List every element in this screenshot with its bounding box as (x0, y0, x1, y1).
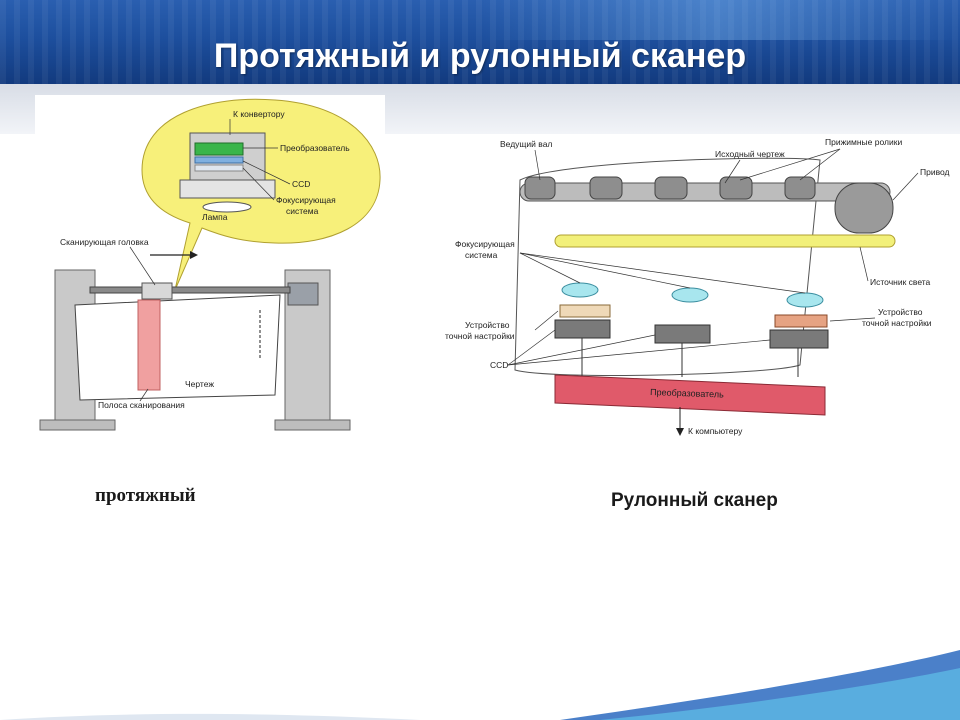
guide-rail (89, 286, 291, 294)
scan-strip-leader (139, 388, 149, 402)
fine-adjust-blocks (559, 304, 828, 328)
label-pressure-rollers: Прижимные ролики (825, 137, 902, 147)
scan-head-detail (179, 132, 276, 213)
label-ccd-right: CCD (490, 360, 508, 370)
roll-leader-lines (507, 148, 919, 366)
title-bar (0, 0, 960, 84)
label-focusing-right-line2: система (465, 250, 498, 260)
label-lamp: Лампа (202, 212, 228, 222)
ccd-blocks (554, 319, 829, 349)
focusing-lenses (561, 282, 824, 308)
label-drive-shaft: Ведущий вал (500, 139, 552, 149)
label-scan-head: Сканирующая головка (60, 237, 149, 247)
label-fine-adjust-right-line2: точной настройки (862, 318, 932, 328)
scan-head-leader (129, 246, 156, 286)
label-focusing-line1: Фокусирующая (276, 195, 336, 205)
label-fine-adjust-left-line1: Устройство (465, 320, 510, 330)
decorative-swoosh (0, 650, 960, 720)
label-drive: Привод (920, 167, 950, 177)
lamp-shape (202, 201, 252, 213)
label-fine-adjust-right-line1: Устройство (878, 307, 923, 317)
converter-board (194, 142, 244, 156)
label-converter-right: Преобразователь (650, 387, 724, 400)
head-motion-arrowhead (190, 251, 198, 259)
slide-title: Протяжный и рулонный сканер (213, 37, 747, 75)
drawing-sheet (74, 294, 281, 401)
caption-sheet-fed: протяжный (95, 485, 196, 506)
label-light-source: Источник света (870, 277, 931, 287)
title-bar-texture (0, 0, 960, 84)
label-converter: Преобразователь (280, 143, 350, 153)
pressure-rollers (524, 176, 816, 200)
light-source-tube (554, 234, 896, 248)
label-ccd: CCD (292, 179, 310, 189)
scan-head (141, 282, 173, 300)
output-arrowhead (676, 428, 684, 436)
label-fine-adjust-left-line2: точной настройки (445, 331, 515, 341)
ccd-sensor (194, 156, 244, 164)
drive-shaft (519, 182, 891, 202)
caption-roll-scanner: Рулонный сканер (611, 490, 778, 511)
focusing-lens (194, 164, 244, 172)
title-bar-highlight (480, 0, 960, 40)
control-panel (287, 282, 319, 306)
label-to-computer: К компьютеру (688, 426, 743, 436)
callout-leader-lines (229, 119, 291, 201)
label-scan-strip: Полоса сканирования (98, 400, 185, 410)
scan-strip (137, 299, 161, 391)
label-drawing: Чертеж (185, 379, 214, 389)
roll-scanner-diagram: Преобразователь К компьютеру Ведущий вал… (445, 137, 950, 436)
label-to-converter: К конвертору (233, 109, 285, 119)
drive-motor (834, 182, 894, 234)
sheet-fed-scanner-diagram: К конвертору Преобразователь CCD Фокусир… (35, 95, 385, 445)
label-source-drawing: Исходный чертеж (715, 149, 785, 159)
converter-block (554, 374, 826, 416)
label-focusing-line2: система (286, 206, 319, 216)
label-focusing-right-line1: Фокусирующая (455, 239, 515, 249)
